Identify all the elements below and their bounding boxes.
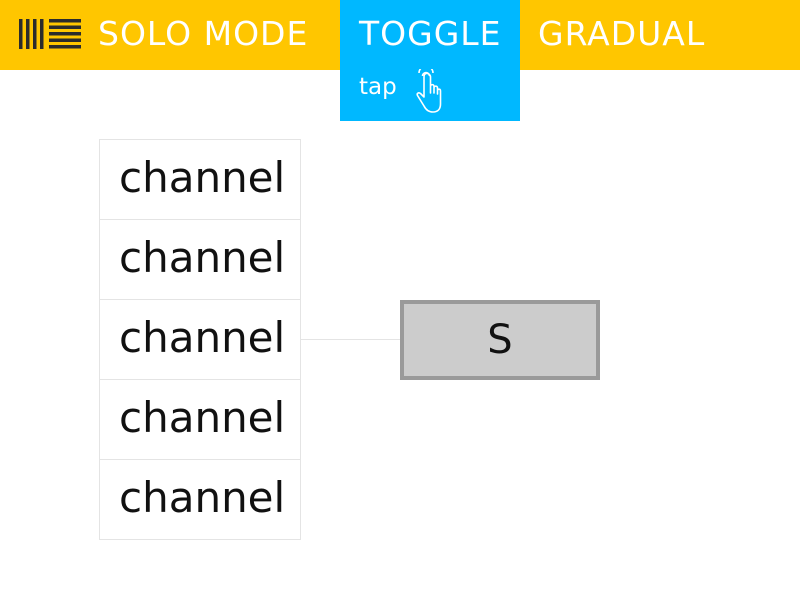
channel-item[interactable]: channel (100, 299, 300, 379)
channel-item[interactable]: channel (100, 459, 300, 539)
tab-toggle-label: TOGGLE (359, 14, 502, 53)
mixer-lines-icon (19, 19, 81, 49)
solo-button[interactable]: S (400, 300, 600, 380)
tap-hint-label: tap (359, 74, 397, 100)
channel-item[interactable]: channel (100, 379, 300, 459)
top-bar: SOLO MODE TOGGLE tap GRADUAL (0, 0, 800, 121)
channel-item[interactable]: channel (119, 153, 286, 202)
tab-gradual[interactable]: GRADUAL (538, 14, 706, 53)
channel-list: channel channel channel channel channel (99, 139, 301, 540)
tab-toggle[interactable]: TOGGLE tap (340, 0, 520, 121)
page-title: SOLO MODE (98, 14, 309, 53)
channel-item[interactable]: channel (100, 219, 300, 299)
tap-hand-icon (416, 69, 442, 113)
channel-connector-line (301, 339, 401, 340)
